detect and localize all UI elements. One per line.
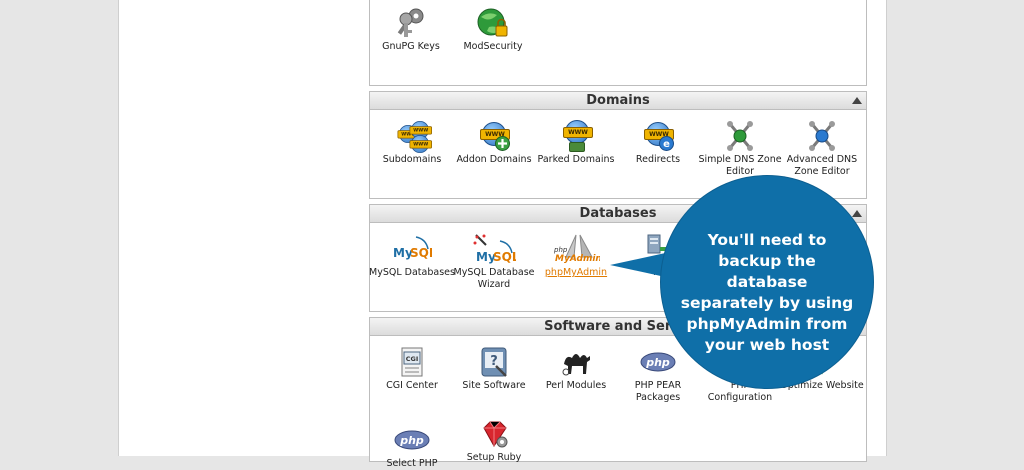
svg-text:php: php	[645, 356, 670, 369]
ruby-icon	[478, 418, 510, 450]
site-software-label: Site Software	[462, 380, 526, 391]
parked-domains-label: Parked Domains	[537, 154, 615, 165]
phpmyadmin-item[interactable]: php MyAdmin phpMyAdmin	[533, 233, 619, 279]
svg-text:SQL: SQL	[410, 246, 432, 260]
phpmyadmin-link[interactable]: phpMyAdmin	[544, 267, 608, 278]
phpmyadmin-icon: php MyAdmin	[553, 233, 602, 265]
php-pear-label: PHP PEAR Packages	[634, 380, 682, 403]
addon-domains-item[interactable]: WWW Addon Domains	[451, 120, 537, 166]
parked-domains-item[interactable]: WWW Parked Domains	[533, 120, 619, 166]
mysql-wizard-icon: My SQL	[473, 233, 520, 265]
svg-text:php: php	[399, 434, 424, 447]
svg-text:php: php	[553, 246, 568, 254]
svg-text:MyAdmin: MyAdmin	[555, 254, 600, 264]
setup-ruby-item[interactable]: Setup Ruby	[451, 418, 537, 464]
cgi-center-item[interactable]: CGI CGI Center	[369, 346, 455, 392]
redirects-icon: WWW e	[642, 120, 674, 152]
callout-bubble: You'll need to backup the database separ…	[661, 176, 873, 388]
parked-domains-icon: WWW	[560, 120, 593, 152]
collapse-triangle-icon[interactable]	[852, 97, 862, 104]
advanced-dns-label: Advanced DNS Zone Editor	[786, 154, 858, 177]
redirects-item[interactable]: WWW e Redirects	[615, 120, 701, 166]
php-icon: php	[640, 346, 676, 378]
mysql-wizard-item[interactable]: My SQL MySQL Database Wizard	[451, 233, 537, 291]
svg-text:My: My	[393, 246, 413, 260]
php-select-icon: php	[394, 424, 430, 456]
dns-advanced-icon	[806, 120, 838, 152]
subdomains-icon: WWW WWW WWW	[396, 120, 432, 153]
svg-text:CGI: CGI	[406, 355, 419, 363]
mysql-databases-label: MySQL Databases	[369, 267, 455, 278]
gnupg-keys-item[interactable]: GnuPG Keys	[368, 7, 454, 53]
svg-text:My: My	[476, 250, 496, 264]
mysql-databases-item[interactable]: My SQL MySQL Databases	[369, 233, 455, 279]
dns-icon	[724, 120, 756, 152]
php-configuration-label: PHP Configuration	[707, 380, 773, 403]
php-configuration-item[interactable]: PHP Configuration	[697, 346, 783, 404]
site-software-item[interactable]: ? Site Software	[451, 346, 537, 392]
databases-title: Databases	[579, 206, 657, 221]
addon-domains-label: Addon Domains	[456, 154, 532, 165]
svg-text:SQL: SQL	[493, 250, 516, 264]
redirects-label: Redirects	[635, 154, 681, 165]
addon-domains-icon: WWW	[478, 120, 510, 152]
callout-pointer	[610, 252, 670, 278]
svg-text:?: ?	[490, 354, 498, 369]
advanced-dns-item[interactable]: Advanced DNS Zone Editor	[779, 120, 865, 178]
subdomains-label: Subdomains	[382, 154, 442, 165]
collapse-triangle-icon[interactable]	[852, 210, 862, 217]
cgi-center-label: CGI Center	[386, 380, 438, 391]
php-pear-item[interactable]: php PHP PEAR Packages	[615, 346, 701, 404]
modsecurity-item[interactable]: ModSecurity	[450, 7, 536, 53]
optimize-website-label: Optimize Website	[780, 380, 864, 391]
domains-header[interactable]: Domains	[370, 92, 866, 110]
camel-icon	[560, 346, 592, 378]
select-php-item[interactable]: php Select PHP	[369, 424, 455, 470]
software-title: Software and Servic	[544, 319, 692, 334]
gnupg-keys-label: GnuPG Keys	[382, 41, 440, 52]
select-php-label: Select PHP	[386, 458, 438, 469]
svg-text:e: e	[663, 139, 670, 150]
callout-text: You'll need to backup the database separ…	[680, 231, 854, 354]
simple-dns-item[interactable]: Simple DNS Zone Editor	[697, 120, 783, 178]
perl-modules-item[interactable]: Perl Modules	[533, 346, 619, 392]
subdomains-item[interactable]: WWW WWW WWW Subdomains	[369, 120, 455, 166]
domains-title: Domains	[586, 93, 650, 108]
site-software-icon: ?	[478, 346, 510, 378]
setup-ruby-label: Setup Ruby	[466, 452, 522, 463]
mysql-icon: My SQL	[393, 233, 437, 265]
keys-icon	[395, 7, 427, 39]
perl-modules-label: Perl Modules	[545, 380, 607, 391]
globe-lock-icon	[477, 7, 509, 39]
cgi-icon: CGI	[396, 346, 428, 378]
modsecurity-label: ModSecurity	[463, 41, 523, 52]
simple-dns-label: Simple DNS Zone Editor	[698, 154, 782, 177]
mysql-wizard-label: MySQL Database Wizard	[453, 267, 535, 290]
security-panel: GnuPG Keys ModSecurity	[369, 0, 867, 86]
